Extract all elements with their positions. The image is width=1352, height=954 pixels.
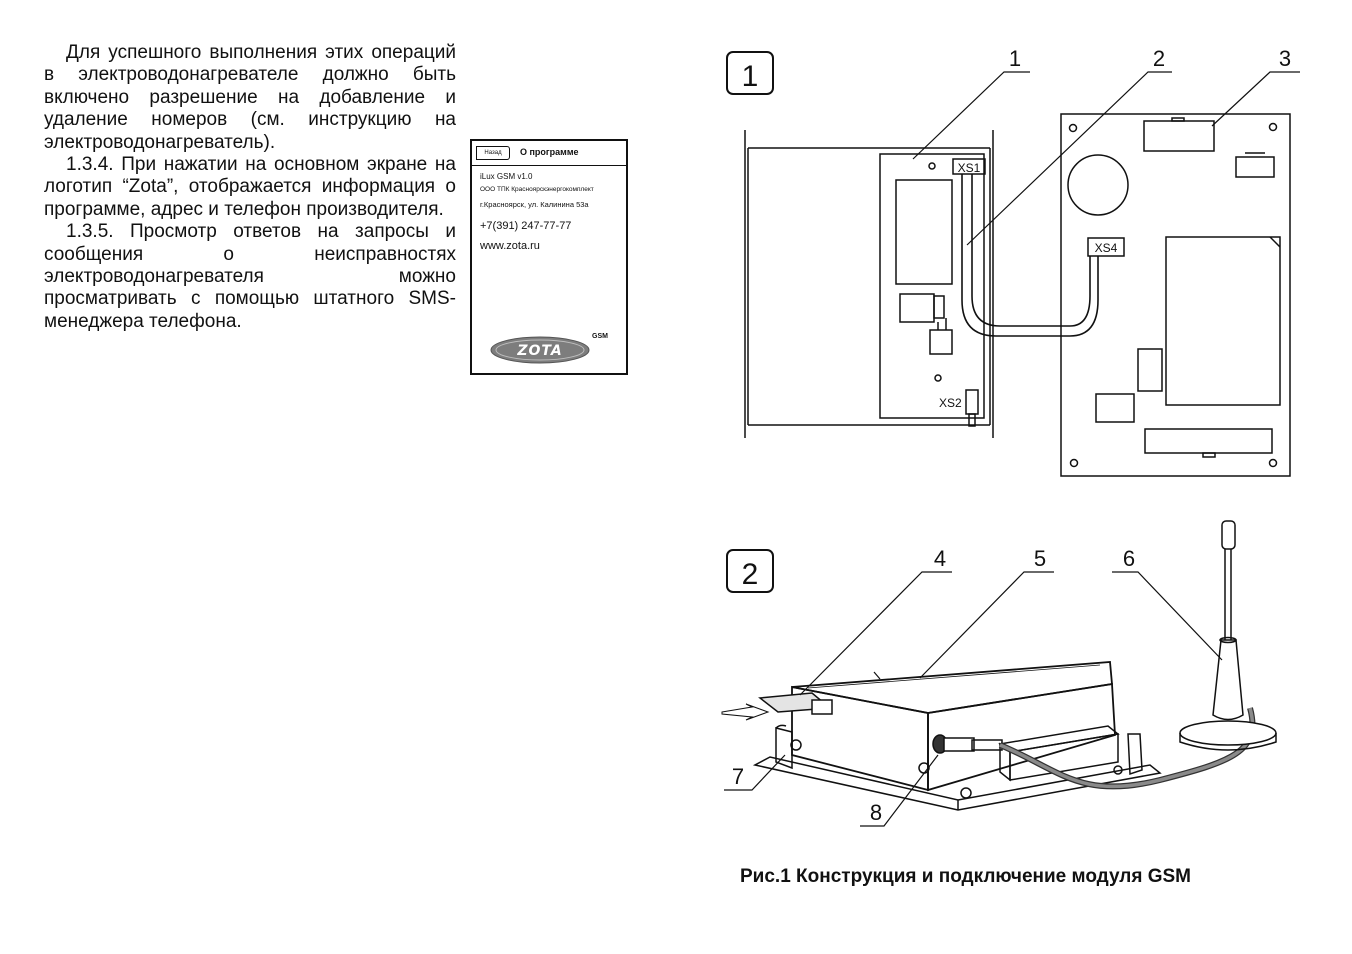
- screen-title: О программе: [520, 147, 579, 157]
- callout-2: 2: [1153, 46, 1165, 71]
- screen-header: Назад О программе: [472, 141, 626, 166]
- panel-2: 2: [721, 520, 1277, 827]
- connector-xs2-label: XS2: [939, 396, 962, 410]
- screen-phone: +7(391) 247-77-77: [480, 220, 572, 232]
- paragraph-permissions: Для успешного выполнения этих операций в…: [44, 42, 456, 153]
- screen-address: г.Красноярск, ул. Калинина 53а: [480, 200, 589, 209]
- callout-8: 8: [870, 800, 882, 825]
- connector-xs4-label: XS4: [1095, 241, 1118, 255]
- connector-xs1-label: XS1: [958, 161, 981, 175]
- about-screen-mockup: Назад О программе iLux GSM v1.0 ООО ТПК …: [470, 139, 628, 375]
- figure-caption: Рис.1 Конструкция и подключение модуля G…: [740, 866, 1191, 887]
- panel-1: 1 XS1 XS2: [726, 46, 1300, 477]
- callout-4: 4: [934, 546, 946, 571]
- paragraph-1-3-5: 1.3.5. Просмотр ответов на запросы и соо…: [44, 221, 456, 332]
- body-text: Для успешного выполнения этих операций в…: [44, 42, 456, 333]
- callout-3: 3: [1279, 46, 1291, 71]
- gsm-badge: GSM: [592, 333, 608, 340]
- callout-7: 7: [732, 764, 744, 789]
- svg-text:ZOTA: ZOTA: [516, 343, 562, 359]
- screen-website: www.zota.ru: [480, 240, 540, 252]
- back-button: Назад: [476, 146, 510, 160]
- zota-logo: ZOTA: [490, 336, 590, 364]
- screen-company: ООО ТПК Красноярскэнергокомплект: [480, 186, 594, 193]
- paragraph-1-3-4: 1.3.4. При нажатии на основном экране на…: [44, 154, 456, 220]
- callout-1: 1: [1009, 46, 1021, 71]
- callout-6: 6: [1123, 546, 1135, 571]
- panel-1-label: 1: [742, 60, 759, 93]
- panel-2-label: 2: [742, 558, 759, 591]
- screen-version: iLux GSM v1.0: [480, 172, 533, 181]
- callout-5: 5: [1034, 546, 1046, 571]
